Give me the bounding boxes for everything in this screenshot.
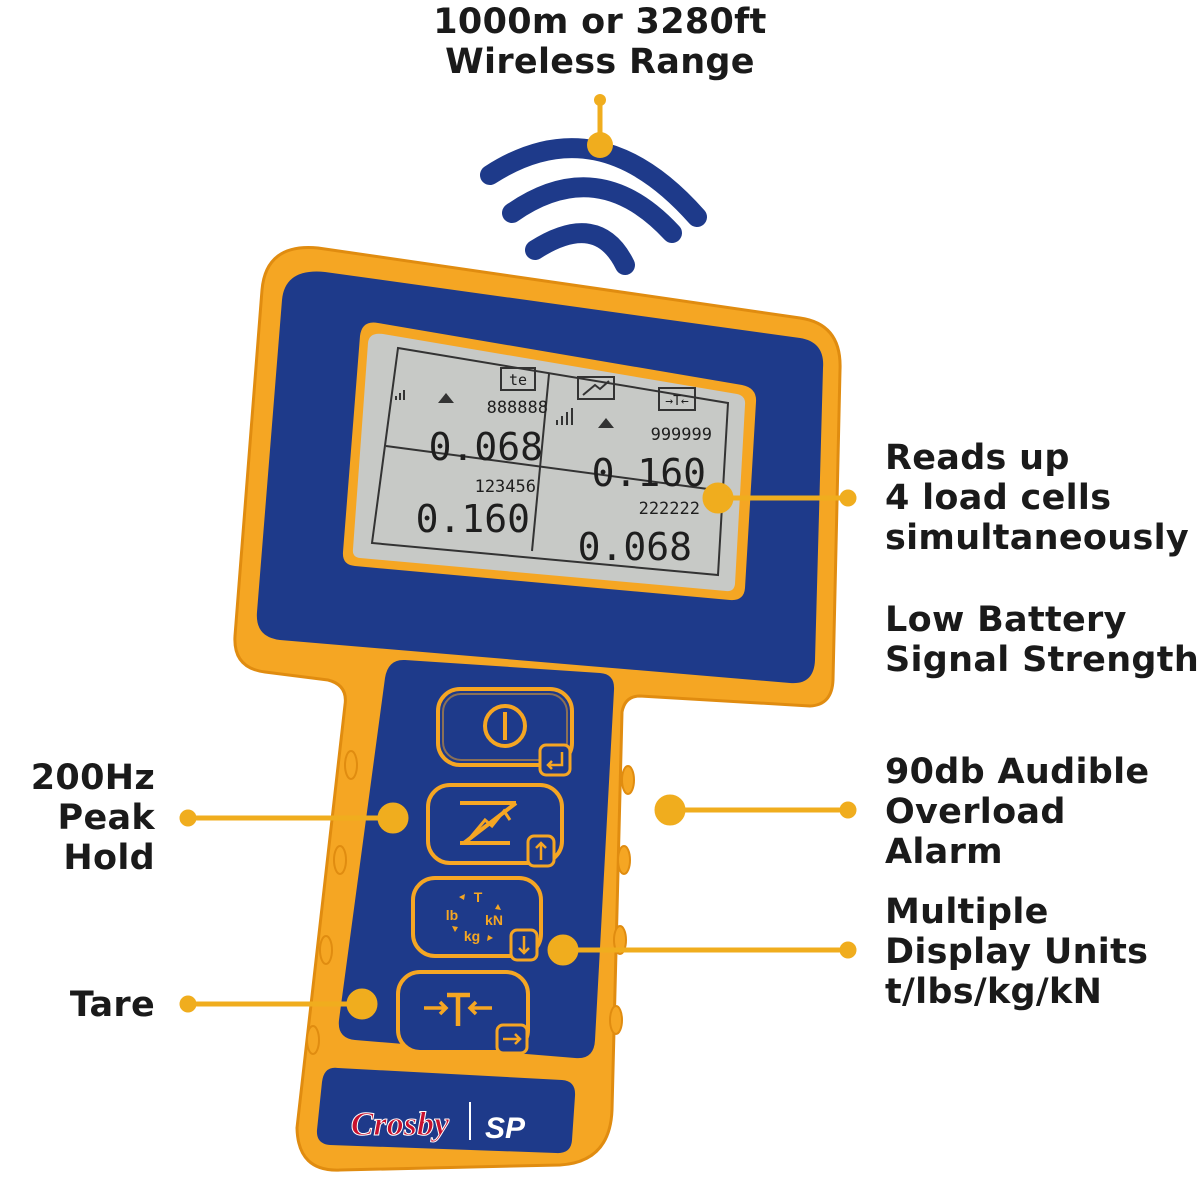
peak-tab-icon — [577, 376, 615, 400]
callout-line: Display Units — [885, 932, 1149, 972]
callout-line: Multiple — [885, 892, 1049, 932]
power-button[interactable] — [436, 687, 574, 777]
lcd-cell-1: 888888 0.068 — [395, 390, 548, 469]
callout-line: Tare — [69, 985, 155, 1025]
wifi-signal-icon — [480, 138, 707, 275]
callout-line: t/lbs/kg/kN — [885, 972, 1103, 1012]
callout-line: Wireless Range — [445, 42, 755, 82]
power-icon — [483, 704, 527, 748]
cell-value-text: 0.068 — [429, 425, 543, 469]
peak-hold-button[interactable] — [426, 783, 564, 868]
cell-id-text: 123456 — [475, 477, 536, 497]
callout-line: Reads up — [885, 438, 1070, 478]
unit-lb-label: lb — [446, 907, 458, 923]
antenna-dot — [587, 132, 613, 158]
enter-icon — [538, 743, 572, 777]
svg-text:→T←: →T← — [665, 394, 689, 409]
peak-hold-callout: 200Hz Peak Hold — [20, 758, 155, 878]
unit-kg-label: kg — [464, 928, 480, 944]
cell-value-text: 0.160 — [416, 497, 530, 541]
callout-line: Overload — [885, 792, 1066, 832]
units-button[interactable]: T lb kN kg — [411, 876, 543, 962]
callout-leaders — [179, 482, 857, 1020]
callout-line: Alarm — [885, 832, 1003, 872]
tare-tab-icon — [658, 387, 696, 411]
callout-line: 4 load cells — [885, 478, 1112, 518]
peak-hold-icon — [468, 808, 512, 839]
cell-value-text: 0.160 — [592, 451, 706, 495]
unit-kn-label: kN — [485, 912, 503, 928]
battery-signal-callout: Low Battery Signal Strength — [885, 600, 1199, 680]
callout-line: Hold — [63, 838, 155, 878]
cell-id-text: 222222 — [639, 499, 700, 519]
signal-cell-icon — [438, 393, 454, 403]
reads-load-cells-callout: Reads up 4 load cells simultaneously — [885, 438, 1189, 558]
cell-value-text: 0.068 — [578, 525, 692, 569]
antenna-tip — [594, 94, 606, 106]
brand-sp-logo: SP — [485, 1112, 526, 1145]
callout-line: Low Battery — [885, 600, 1127, 640]
unit-t-label: T — [474, 889, 483, 905]
brand-plate: Crosby SP — [316, 1067, 576, 1154]
lcd-top-tabs: te →T← — [500, 367, 696, 411]
lcd-cell-2: 999999 0.160 — [556, 408, 712, 495]
lcd-cell-3: 123456 0.160 — [416, 477, 536, 541]
callout-line: 90db Audible — [885, 752, 1150, 792]
callout-line: Peak — [57, 798, 155, 838]
callout-line: Signal Strength — [885, 640, 1200, 680]
cell-id-text: 999999 — [651, 425, 712, 445]
tare-button[interactable] — [396, 970, 530, 1055]
callout-line: 1000m or 3280ft — [433, 2, 767, 42]
callout-line: simultaneously — [885, 518, 1190, 558]
cell-id-text: 888888 — [487, 398, 548, 418]
lcd-cell-4: 222222 0.068 — [578, 499, 700, 569]
lcd-display — [342, 322, 757, 601]
brand-crosby-logo: Crosby — [351, 1106, 450, 1143]
callout-line: 200Hz — [30, 758, 155, 798]
units-icon — [452, 894, 501, 941]
wireless-range-callout: 1000m or 3280ft Wireless Range — [400, 2, 800, 82]
tare-icon — [467, 1000, 492, 1016]
units-tab-label: te — [509, 371, 527, 389]
signal-cell-icon — [598, 418, 614, 428]
tare-callout: Tare — [20, 985, 155, 1025]
display-units-callout: Multiple Display Units t/lbs/kg/kN — [885, 892, 1148, 1012]
audible-alarm-callout: 90db Audible Overload Alarm — [885, 752, 1149, 872]
